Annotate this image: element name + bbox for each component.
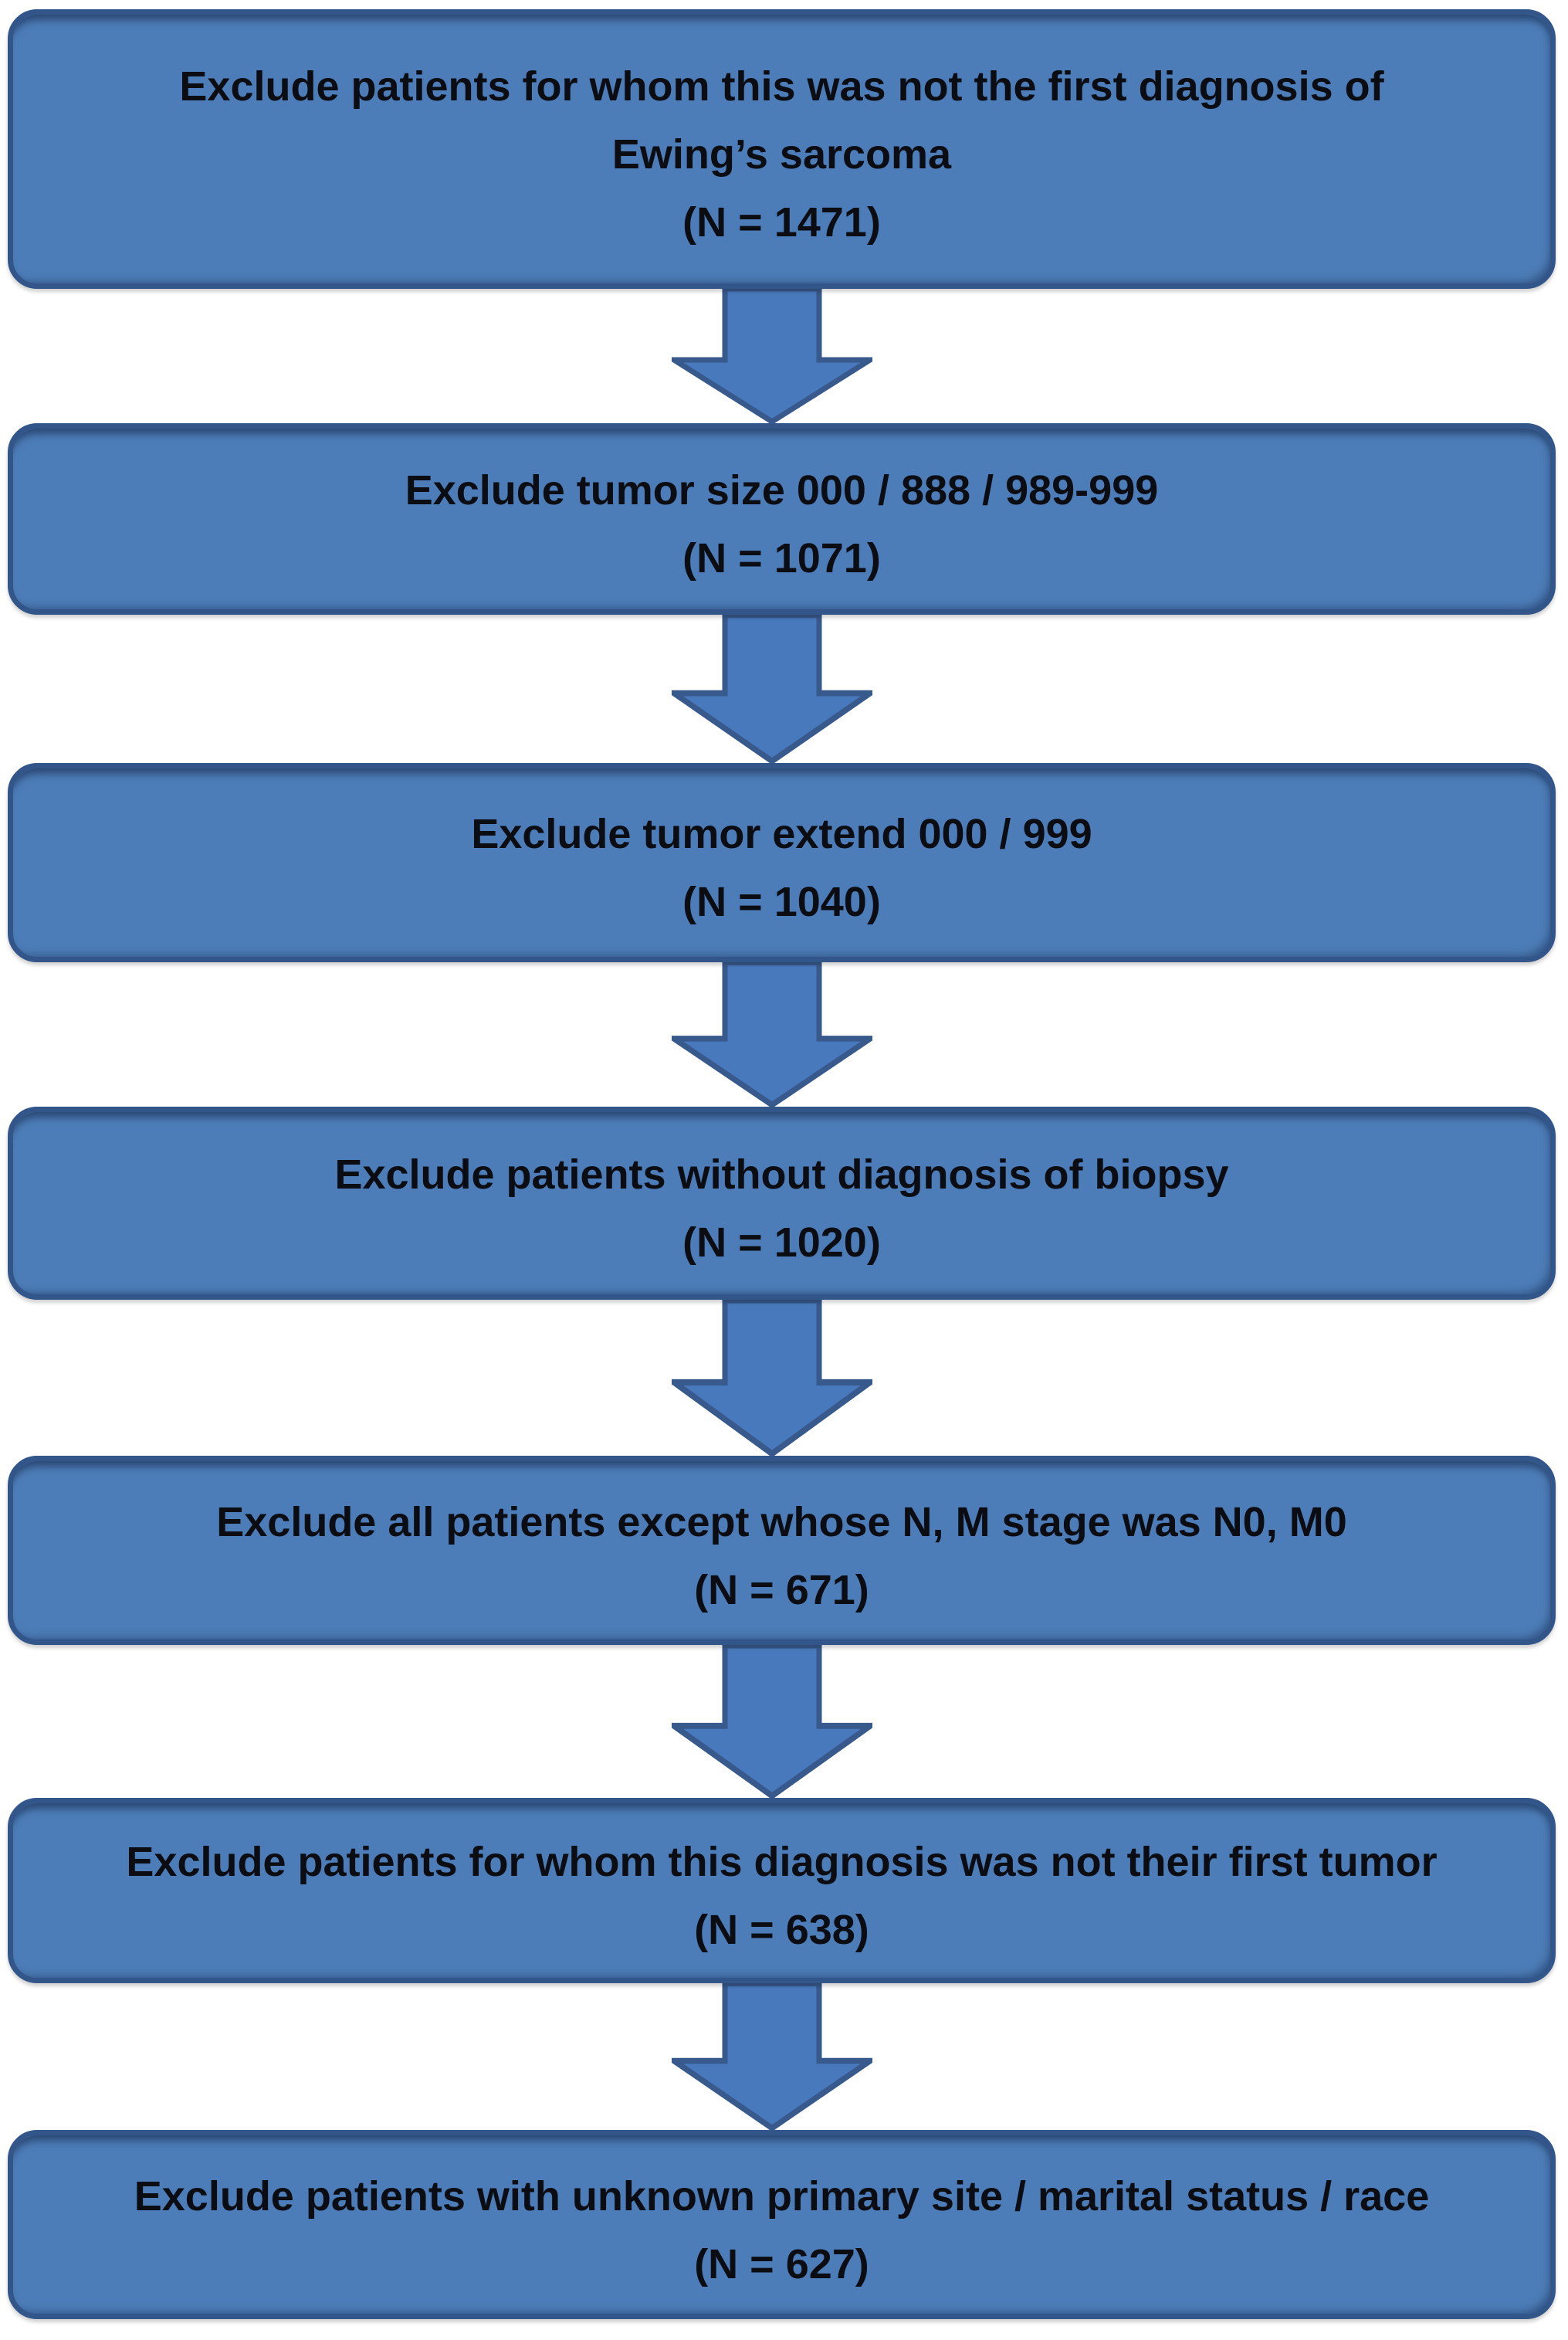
down-arrow-icon xyxy=(672,959,872,1108)
flow-step-3: Exclude tumor extend 000 / 999 (N = 1040… xyxy=(8,763,1556,962)
step-text-line: Exclude patients for whom this diagnosis… xyxy=(126,1839,1438,1885)
step-text-line: Ewing’s sarcoma xyxy=(611,131,952,178)
flow-step-7: Exclude patients with unknown primary si… xyxy=(8,2130,1556,2319)
step-text-line: Exclude patients without diagnosis of bi… xyxy=(334,1151,1229,1198)
flow-step-6: Exclude patients for whom this diagnosis… xyxy=(8,1798,1556,1983)
step-text-line: Exclude patients with unknown primary si… xyxy=(134,2172,1430,2220)
down-arrow-icon xyxy=(672,612,872,765)
flow-step-4: Exclude patients without diagnosis of bi… xyxy=(8,1107,1556,1300)
flow-step-5: Exclude all patients except whose N, M s… xyxy=(8,1456,1556,1645)
step-n-count: (N = 627) xyxy=(694,2240,869,2287)
step-n-count: (N = 1040) xyxy=(682,879,881,925)
step-n-count: (N = 1071) xyxy=(682,535,881,582)
down-arrow-icon xyxy=(672,1297,872,1457)
step-text-line: Exclude tumor size 000 / 888 / 989-999 xyxy=(405,467,1159,514)
step-text-line: Exclude patients for whom this was not t… xyxy=(179,63,1384,110)
step-text-line: Exclude tumor extend 000 / 999 xyxy=(471,811,1092,857)
down-arrow-icon xyxy=(672,1980,872,2131)
down-arrow-icon xyxy=(672,286,872,425)
step-text-line: Exclude all patients except whose N, M s… xyxy=(216,1498,1347,1545)
step-n-count: (N = 638) xyxy=(694,1907,869,1953)
step-n-count: (N = 1020) xyxy=(682,1219,881,1266)
step-n-count: (N = 671) xyxy=(694,1566,869,1613)
flow-step-2: Exclude tumor size 000 / 888 / 989-999 (… xyxy=(8,423,1556,615)
step-n-count: (N = 1471) xyxy=(682,199,881,246)
down-arrow-icon xyxy=(672,1642,872,1799)
flow-step-1: Exclude patients for whom this was not t… xyxy=(8,9,1556,289)
